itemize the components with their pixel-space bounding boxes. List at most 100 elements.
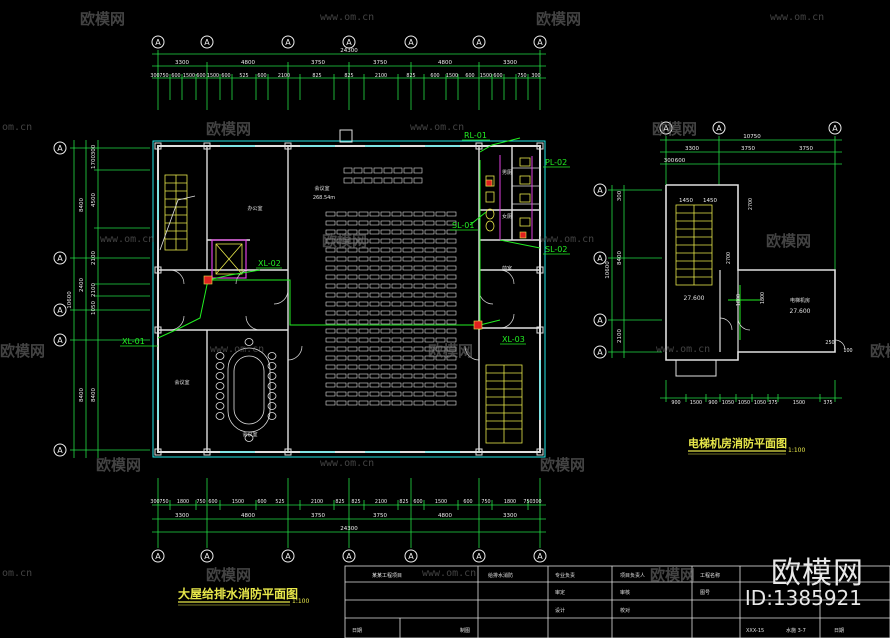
dim-total: 24300 bbox=[340, 48, 358, 54]
pipe-label-xl01: XL-01 bbox=[122, 337, 145, 346]
seat bbox=[383, 177, 393, 184]
watermark-brand: 欧模网 bbox=[0, 342, 46, 360]
seat bbox=[369, 292, 380, 298]
watermark-brand: 欧模网 bbox=[870, 342, 890, 360]
seat bbox=[347, 400, 358, 406]
dim: 600 bbox=[675, 158, 686, 164]
seat bbox=[446, 283, 457, 289]
seat bbox=[336, 373, 347, 379]
bottom-dimension-text: 300 750 1800 750 600 1500 600 525 2100 8… bbox=[150, 499, 541, 505]
left-dimension-lines bbox=[70, 140, 150, 458]
dim: 3750 bbox=[373, 513, 387, 519]
seat bbox=[380, 346, 391, 352]
dim: 1500 bbox=[446, 73, 458, 79]
watermark-url: www.om.cn bbox=[656, 344, 711, 355]
seat bbox=[347, 220, 358, 226]
seat bbox=[402, 247, 413, 253]
seat bbox=[413, 265, 424, 271]
chair bbox=[215, 372, 225, 380]
seat bbox=[446, 220, 457, 226]
seat bbox=[363, 167, 373, 174]
dim: 525 bbox=[239, 73, 248, 79]
chair bbox=[244, 434, 254, 442]
dim: 3300 bbox=[503, 513, 517, 519]
seat bbox=[402, 373, 413, 379]
seat bbox=[347, 247, 358, 253]
dim: 1800 bbox=[760, 292, 766, 304]
seat bbox=[347, 310, 358, 316]
chair bbox=[267, 412, 277, 420]
dim: 825 bbox=[344, 73, 353, 79]
seat bbox=[336, 283, 347, 289]
chair bbox=[267, 382, 277, 390]
seat bbox=[413, 328, 424, 334]
seat bbox=[413, 167, 423, 174]
seat bbox=[435, 220, 446, 226]
seat bbox=[413, 346, 424, 352]
seat bbox=[325, 211, 336, 217]
title-block bbox=[344, 565, 890, 638]
dim: 100 bbox=[843, 348, 852, 354]
seat bbox=[424, 292, 435, 298]
seat bbox=[413, 337, 424, 343]
seat bbox=[347, 337, 358, 343]
seat bbox=[424, 274, 435, 280]
seat bbox=[413, 283, 424, 289]
seat bbox=[435, 301, 446, 307]
dim: 3750 bbox=[373, 60, 387, 66]
seat bbox=[391, 220, 402, 226]
seat bbox=[369, 283, 380, 289]
machine-room-title: 电梯机房消防平面图 bbox=[688, 436, 787, 450]
seat bbox=[391, 229, 402, 235]
dim: 8400 bbox=[91, 388, 97, 402]
dim: 2100 bbox=[375, 499, 387, 505]
seat bbox=[369, 310, 380, 316]
seat bbox=[336, 310, 347, 316]
dim: 3750 bbox=[311, 513, 325, 519]
chair bbox=[267, 372, 277, 380]
dim: 1500 bbox=[183, 73, 195, 79]
dim: 2100 bbox=[375, 73, 387, 79]
outer-walls bbox=[152, 140, 546, 458]
axis-label: A bbox=[57, 144, 63, 153]
seat bbox=[391, 310, 402, 316]
seat bbox=[369, 328, 380, 334]
seat bbox=[435, 292, 446, 298]
seat bbox=[391, 301, 402, 307]
seat bbox=[325, 229, 336, 235]
seat bbox=[413, 274, 424, 280]
seat bbox=[435, 391, 446, 397]
seat bbox=[413, 220, 424, 226]
dim: 750 bbox=[196, 499, 205, 505]
dim: 600 bbox=[257, 499, 266, 505]
seat bbox=[347, 292, 358, 298]
seat bbox=[336, 364, 347, 370]
axis-label: A bbox=[408, 552, 414, 561]
seat bbox=[336, 391, 347, 397]
seat bbox=[383, 167, 393, 174]
seat bbox=[369, 400, 380, 406]
dim: 825 bbox=[351, 499, 360, 505]
mr-inner-dims: 2700 1800 2700 1800 250 100 bbox=[726, 198, 853, 354]
seat bbox=[424, 238, 435, 244]
seat bbox=[369, 364, 380, 370]
room-label-toilet-m: 男厕 bbox=[502, 170, 512, 176]
axis-label: A bbox=[57, 446, 63, 455]
top-axis-letters: A A A A A A A bbox=[155, 38, 543, 47]
seat bbox=[325, 328, 336, 334]
axis-label: A bbox=[204, 38, 210, 47]
seat bbox=[380, 247, 391, 253]
axis-label: A bbox=[476, 38, 482, 47]
seat bbox=[446, 400, 457, 406]
seat bbox=[402, 229, 413, 235]
pipe-labels: RL-01 PL-02 SL-01 SL-02 XL-02 XL-01 XL-0… bbox=[122, 131, 567, 346]
seat bbox=[424, 265, 435, 271]
seat bbox=[373, 177, 383, 184]
seat bbox=[353, 167, 363, 174]
dim: 600 bbox=[413, 499, 422, 505]
seat bbox=[446, 391, 457, 397]
dim: 1500 bbox=[207, 73, 219, 79]
watermark-url: www.om.cn bbox=[320, 12, 375, 23]
mr-bottom-dim-text: 900 1500 900 1050 1050 1050 375 1500 375 bbox=[671, 400, 832, 406]
seat bbox=[358, 292, 369, 298]
